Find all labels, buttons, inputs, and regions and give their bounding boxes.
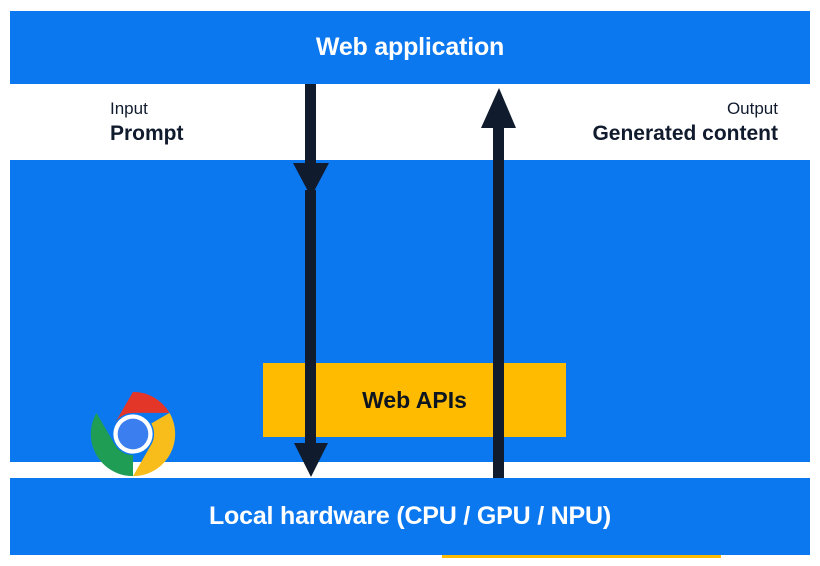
chrome-logo-icon xyxy=(90,391,176,477)
layer-web-application: Web application xyxy=(10,11,810,84)
input-annotation: Input Prompt xyxy=(110,98,184,148)
input-kind-label: Input xyxy=(110,99,148,118)
input-value-label: Prompt xyxy=(110,121,184,145)
layer-local-hardware: Local hardware (CPU / GPU / NPU) xyxy=(10,478,810,555)
output-value-label: Generated content xyxy=(592,121,778,145)
layer-browser: Browser Web APIs Built-in models and run… xyxy=(10,160,810,558)
component-web-apis[interactable]: Web APIs xyxy=(263,363,566,437)
output-annotation: Output Generated content xyxy=(592,98,778,148)
component-web-apis-label: Web APIs xyxy=(362,386,467,413)
output-kind-label: Output xyxy=(726,99,778,118)
layer-local-hardware-label: Local hardware (CPU / GPU / NPU) xyxy=(208,502,611,530)
layer-web-application-label: Web application xyxy=(315,33,505,61)
